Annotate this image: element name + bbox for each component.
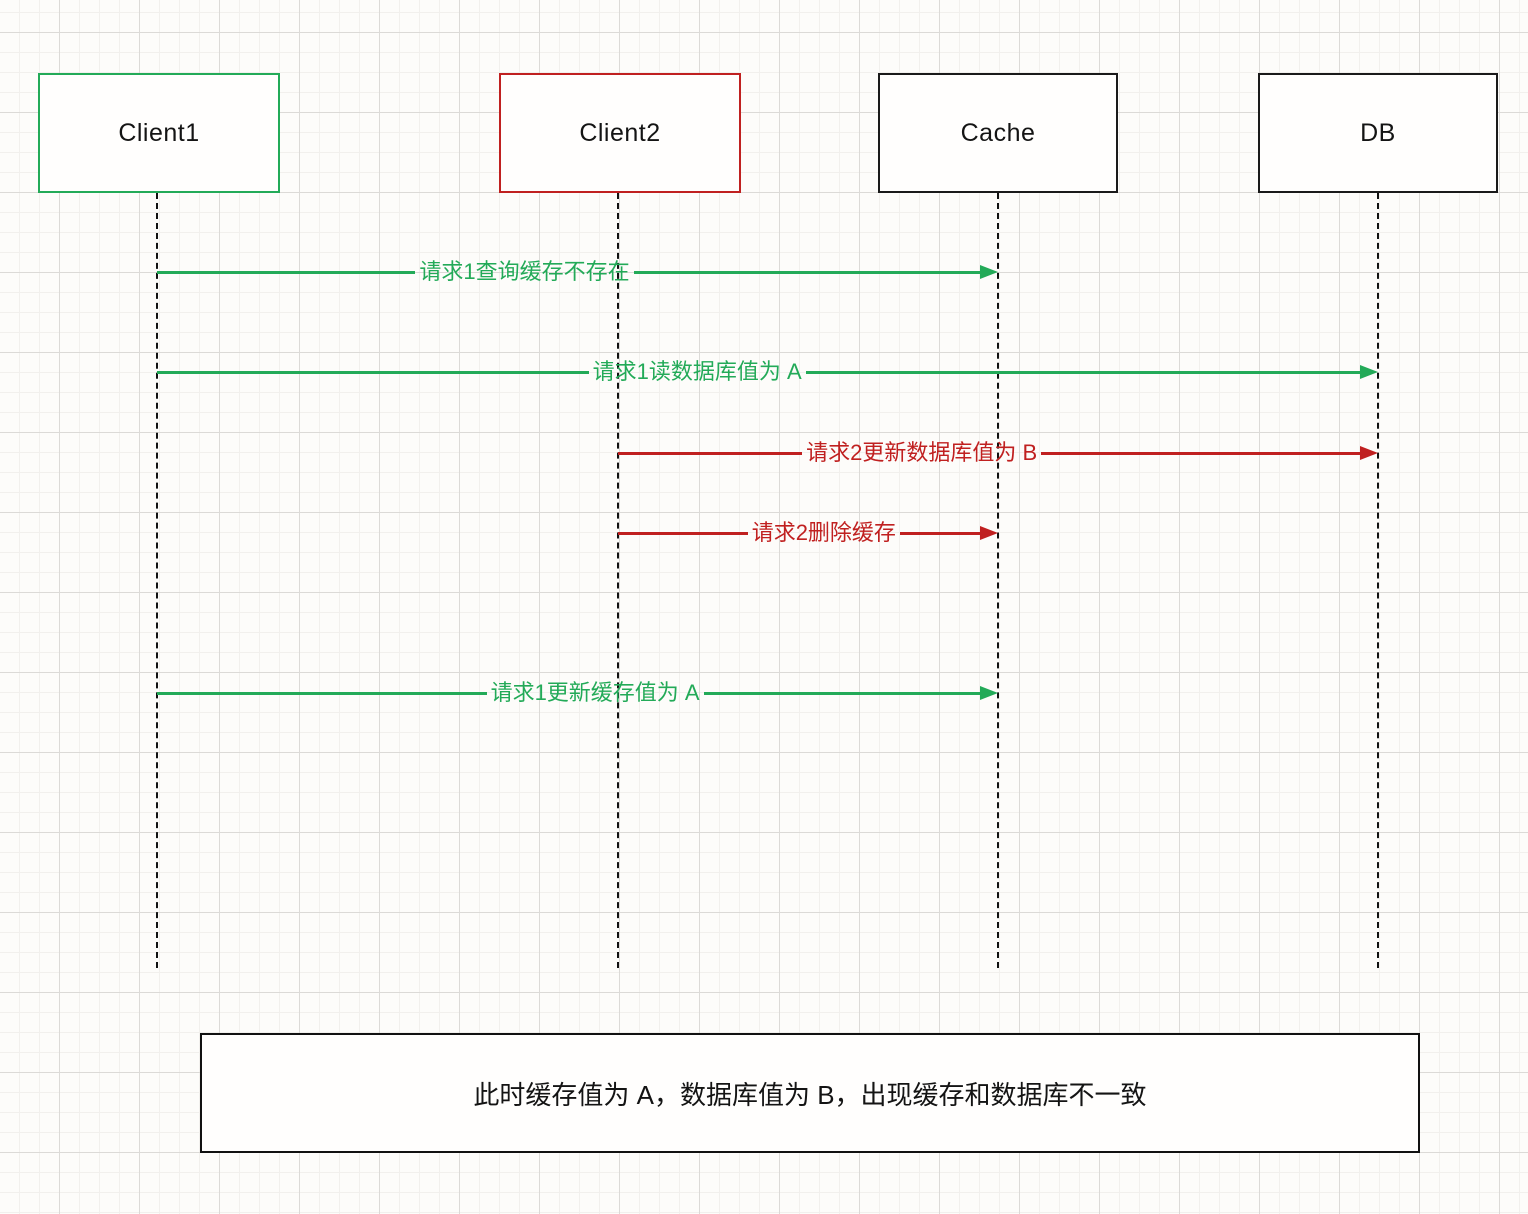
arrow-line (899, 531, 981, 535)
arrowhead-right-icon (1360, 365, 1378, 379)
message-label: 请求2删除缓存 (751, 520, 896, 545)
arrow-line (157, 691, 487, 695)
arrow-line (618, 451, 803, 455)
lifeline-client2 (617, 193, 619, 968)
actor-label-cache: Cache (960, 118, 1036, 147)
message-arrow-client1-read-db: 请求1读数据库值为 A (157, 354, 1378, 390)
message-arrow-client2-delete-cache: 请求2删除缓存 (618, 515, 998, 551)
note-box: 此时缓存值为 A，数据库值为 B，出现缓存和数据库不一致 (200, 1033, 1420, 1153)
actor-label-client1: Client1 (118, 118, 200, 147)
message-label: 请求1查询缓存不存在 (419, 259, 630, 284)
arrowhead-right-icon (980, 526, 998, 540)
actor-label-client2: Client2 (579, 118, 661, 147)
arrowhead-right-icon (1360, 446, 1378, 460)
lifeline-db (1377, 193, 1379, 968)
message-arrow-client2-update-db: 请求2更新数据库值为 B (618, 435, 1378, 471)
arrow-line (703, 691, 981, 695)
lifeline-cache (997, 193, 999, 968)
arrow-line (805, 370, 1361, 374)
arrowhead-right-icon (980, 686, 998, 700)
actor-box-db: DB (1258, 73, 1498, 193)
message-label: 请求1更新缓存值为 A (490, 680, 700, 705)
message-arrow-client1-update-cache: 请求1更新缓存值为 A (157, 675, 998, 711)
actor-box-cache: Cache (878, 73, 1118, 193)
arrow-line (157, 270, 416, 274)
arrowhead-right-icon (980, 265, 998, 279)
actor-box-client1: Client1 (38, 73, 280, 193)
lifeline-client1 (156, 193, 158, 968)
arrow-line (1041, 451, 1361, 455)
message-label: 请求1读数据库值为 A (592, 359, 802, 384)
actor-label-db: DB (1360, 118, 1396, 147)
message-arrow-client1-query-cache: 请求1查询缓存不存在 (157, 254, 998, 290)
note-text: 此时缓存值为 A，数据库值为 B，出现缓存和数据库不一致 (473, 1079, 1147, 1110)
actor-box-client2: Client2 (499, 73, 741, 193)
arrow-line (618, 531, 748, 535)
arrow-line (633, 270, 981, 274)
message-label: 请求2更新数据库值为 B (806, 440, 1038, 465)
arrow-line (157, 370, 589, 374)
